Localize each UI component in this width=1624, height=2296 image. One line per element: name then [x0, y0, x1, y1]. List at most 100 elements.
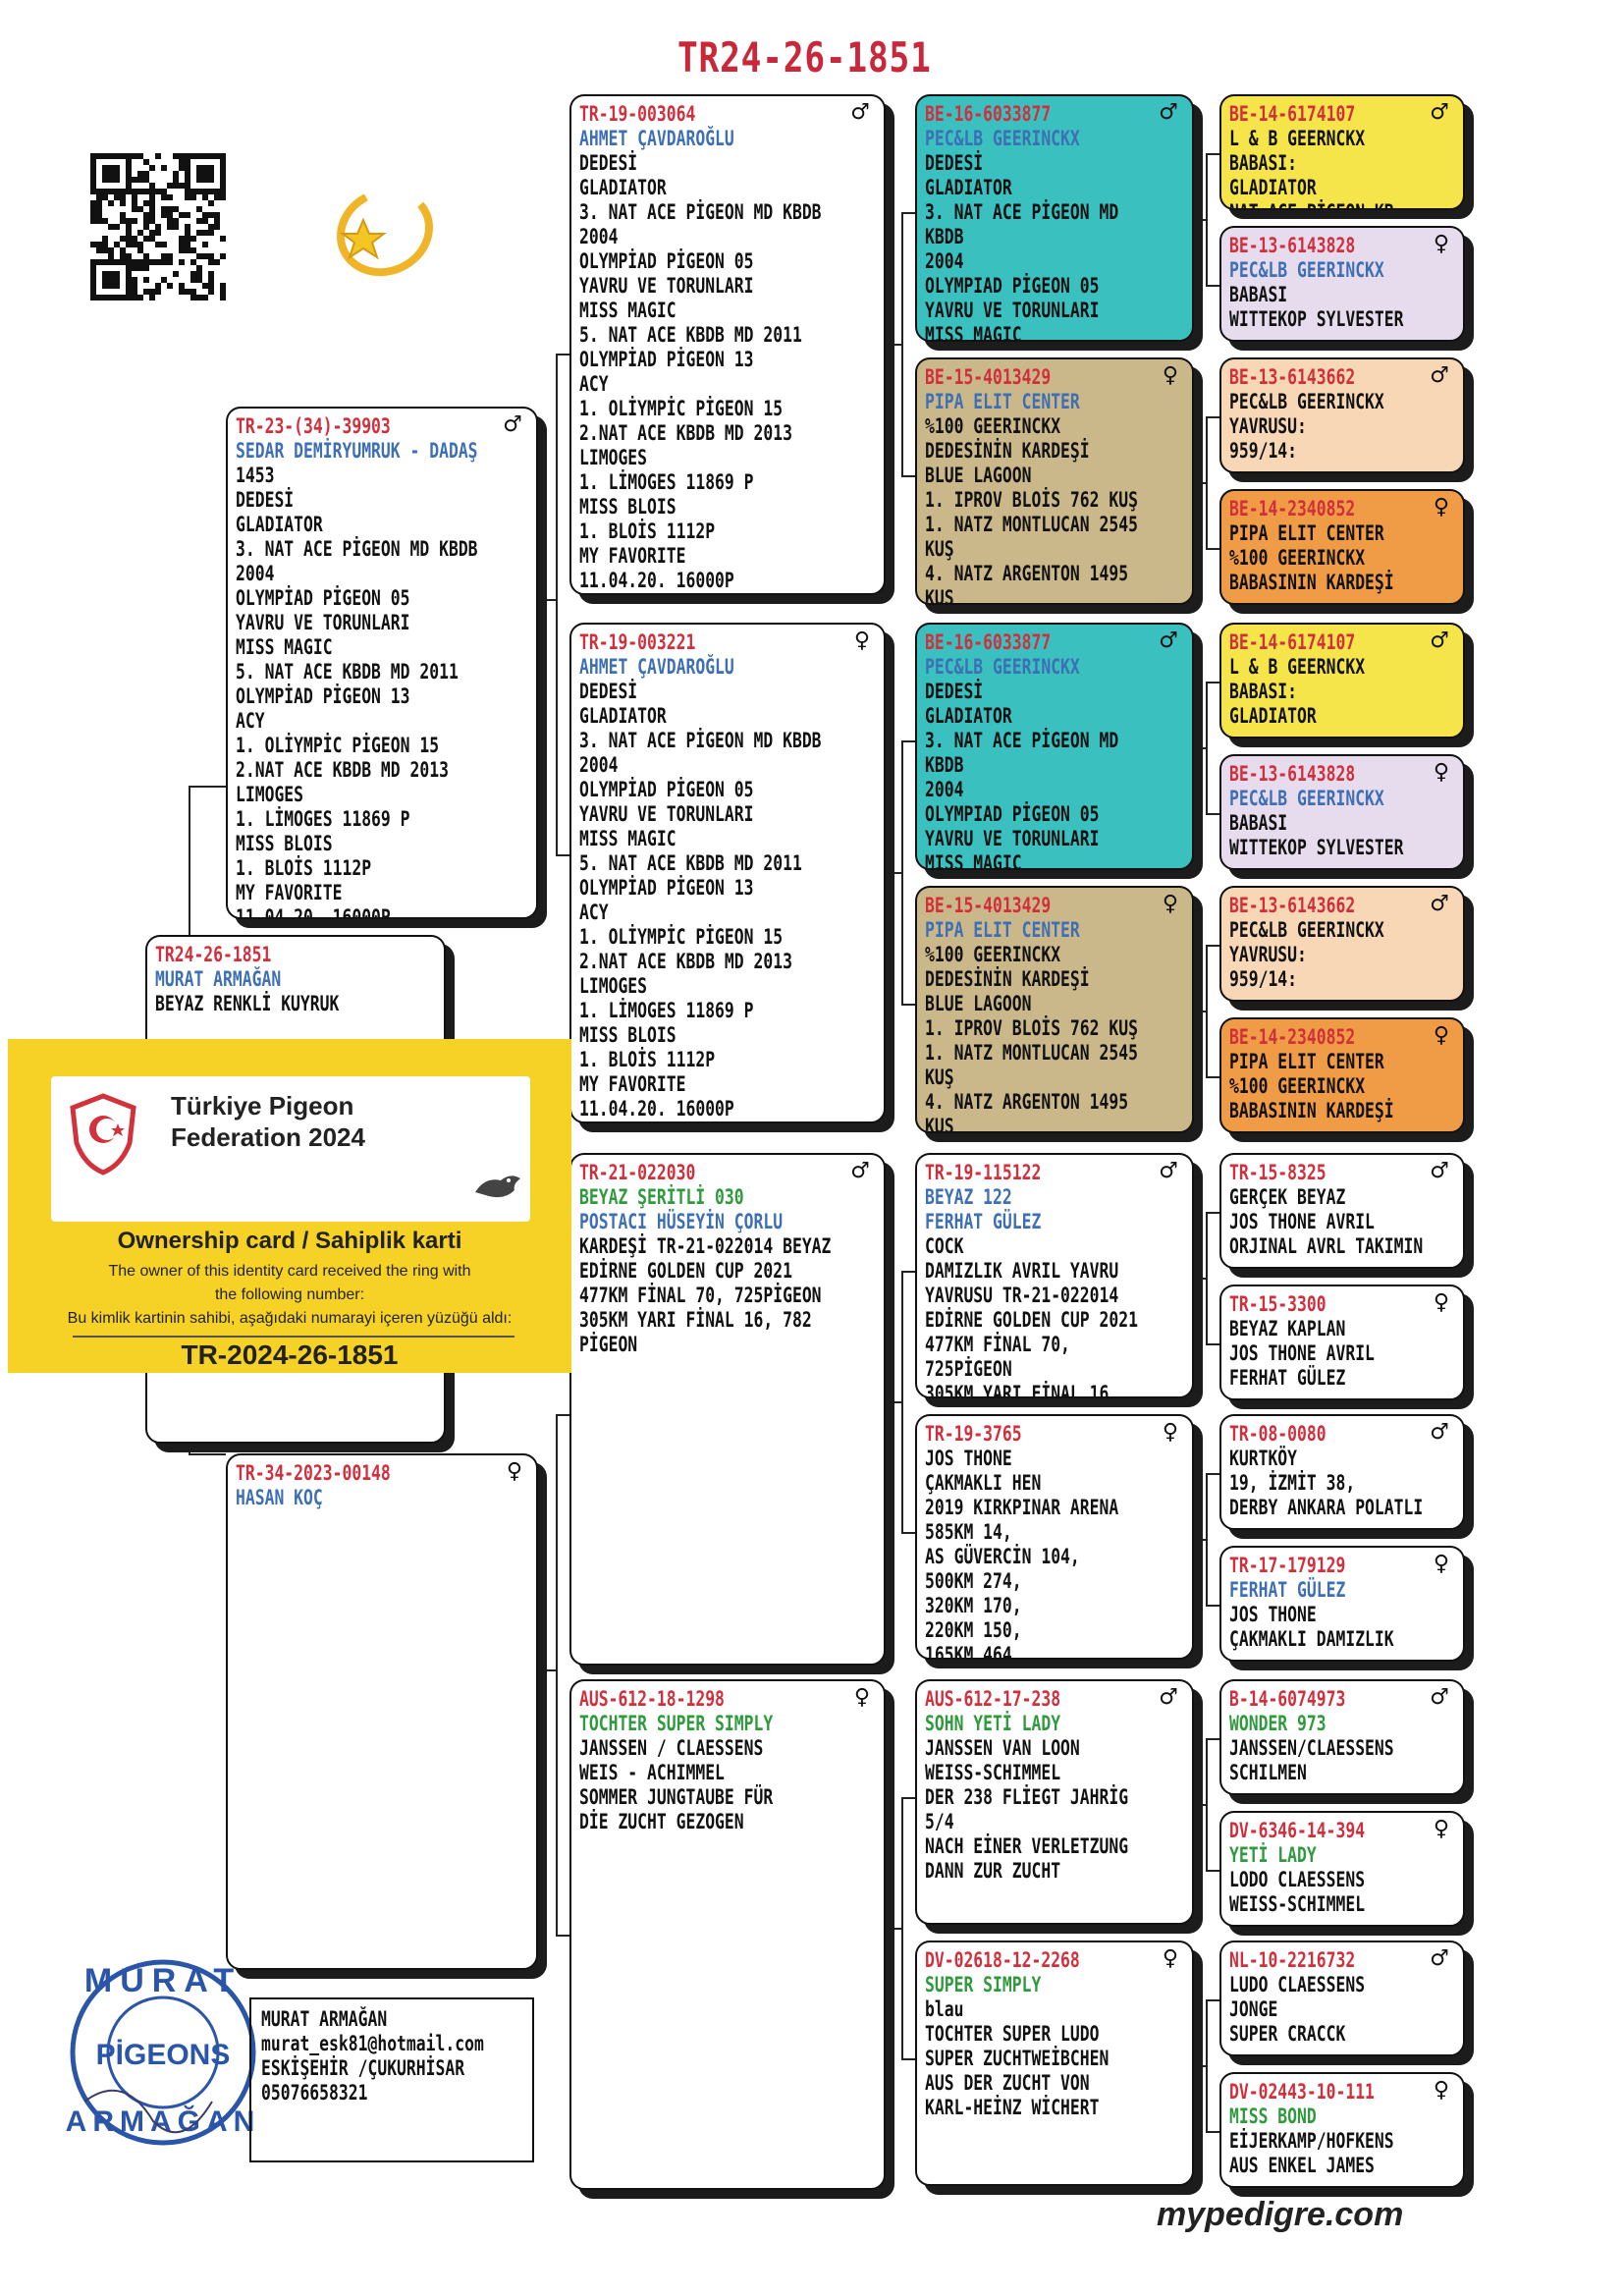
info-line: 1. BLOİS 1112P — [579, 1048, 716, 1071]
male-symbol-icon: ♂ — [1430, 363, 1449, 388]
info-line: KUŞ — [925, 1115, 954, 1133]
connector-line — [1194, 747, 1206, 749]
owner-name: SOHN YETİ LADY — [925, 1712, 1061, 1735]
contact-email[interactable]: murat_esk81@hotmail.com — [261, 2032, 484, 2055]
info-line: EDİRNE GOLDEN CUP 2021 — [925, 1308, 1138, 1332]
male-symbol-icon: ♂ — [1430, 1159, 1449, 1183]
info-line: YAVRUSU TR-21-022014 — [925, 1284, 1119, 1307]
info-line: YAVRU VE TORUNLARI — [579, 802, 754, 826]
ring-number: B-14-6074973 — [1229, 1687, 1346, 1711]
info-line: WEISS-SCHIMMEL — [1229, 1892, 1366, 1916]
owner-name: PEC&LB GEERINCKX — [925, 127, 1080, 150]
info-line: PIPA ELIT CENTER — [1229, 521, 1384, 545]
owner-name: FERHAT GÜLEZ — [1229, 1578, 1346, 1602]
info-line: LIMOGES — [579, 446, 648, 469]
female-symbol-icon: ♀ — [1433, 760, 1449, 785]
info-line: 1. LİMOGES 11869 P — [579, 999, 754, 1022]
connector-line — [901, 1004, 915, 1006]
info-line: BABASININ KARDEŞİ — [1229, 1099, 1394, 1122]
info-line: 725PİGEON — [925, 1357, 1012, 1381]
connector-line — [556, 1414, 569, 1416]
info-line: MISS MAGIC — [925, 851, 1022, 870]
owner-name: BEYAZ 122 — [925, 1185, 1012, 1209]
owner-name: JOS THONE — [925, 1447, 1012, 1470]
info-line: 1. OLİYMPİC PİGEON 15 — [579, 397, 784, 420]
federation-line-2: Federation 2024 — [171, 1122, 365, 1152]
info-line: YAVRU VE TORUNLARI — [579, 274, 754, 298]
info-line: DERBY ANKARA POLATLI — [1229, 1496, 1424, 1519]
ring-number: TR-19-003064 — [579, 102, 696, 126]
connector-line — [901, 212, 915, 214]
owner-name: AHMET ÇAVDAROĞLU — [579, 127, 734, 150]
connector-line — [556, 1935, 569, 1937]
info-line: 4. NATZ ARGENTON 1495 — [925, 1090, 1129, 1114]
female-symbol-icon: ♀ — [1433, 495, 1449, 519]
info-line: JANSSEN VAN LOON — [925, 1736, 1080, 1760]
info-line: JONGE — [1229, 1997, 1278, 2021]
female-symbol-icon: ♀ — [1433, 1552, 1449, 1576]
owner-name: PEC&LB GEERINCKX — [1229, 258, 1384, 282]
contact-city: ESKİŞEHİR /ÇUKURHİSAR — [261, 2056, 465, 2080]
info-line: KURTKÖY — [1229, 1447, 1298, 1470]
card-divider-top — [73, 1336, 514, 1338]
info-line: COCK — [925, 1234, 964, 1258]
owner-name: PEC&LB GEERINCKX — [925, 655, 1080, 679]
connector-line — [189, 1453, 226, 1455]
info-line: ACY — [579, 372, 609, 396]
male-symbol-icon: ♂ — [1430, 629, 1449, 653]
info-line: DİE ZUCHT GEZOGEN — [579, 1810, 744, 1833]
connector-line — [1206, 1870, 1219, 1872]
connector-line — [1206, 813, 1219, 815]
footer-brand[interactable]: mypedigre.com — [1157, 2196, 1404, 2233]
info-line: KUŞ — [925, 586, 954, 605]
info-line: JANSSEN / CLAESSENS — [579, 1736, 764, 1760]
qr-code[interactable] — [90, 153, 228, 310]
connector-line — [1206, 945, 1208, 1076]
info-line: 3. NAT ACE PİGEON MD — [925, 200, 1119, 224]
ring-number: NL-10-2216732 — [1229, 1948, 1356, 1972]
female-symbol-icon: ♀ — [1162, 363, 1178, 388]
info-line: GLADIATOR — [579, 176, 667, 199]
info-line: DEDESİ — [236, 488, 295, 512]
connector-line — [189, 786, 226, 788]
info-line: 320KM 170, — [925, 1594, 1022, 1617]
connector-line — [538, 1669, 556, 1671]
connector-line — [1194, 1804, 1206, 1806]
info-line: JOS THONE AVRIL — [1229, 1341, 1375, 1365]
info-line: FERHAT GÜLEZ — [1229, 1366, 1346, 1390]
owner-name: WONDER 973 — [1229, 1712, 1326, 1735]
info-line: 2004 — [925, 778, 964, 801]
contact-phone[interactable]: 05076658321 — [261, 2081, 368, 2105]
ownership-card: Türkiye Pigeon Federation 2024 Ownership… — [8, 1039, 571, 1373]
